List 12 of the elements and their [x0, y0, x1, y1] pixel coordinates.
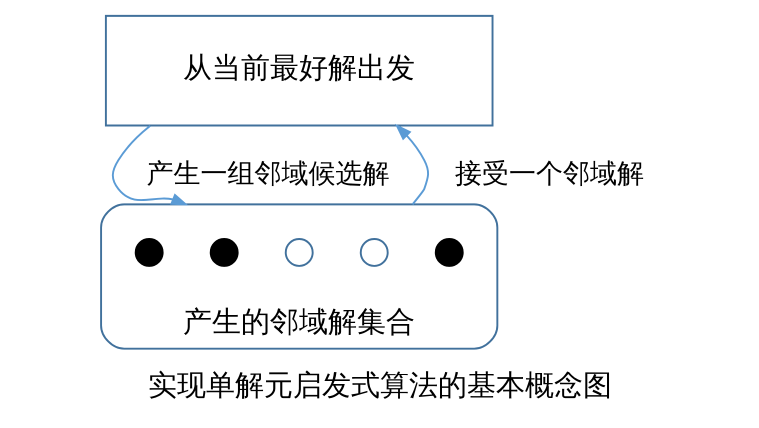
cluster: 产生的邻域解集合: [100, 203, 498, 350]
node-box: 从当前最好解出发: [104, 14, 493, 126]
arrow: [111, 125, 188, 206]
edge-label: 接受一个邻域解: [454, 158, 644, 190]
node-dot: [134, 238, 164, 267]
node-dot: [434, 238, 464, 267]
edge-label: 产生一组邻域候选解: [146, 158, 389, 190]
caption: 实现单解元启发式算法的基本概念图: [148, 368, 612, 402]
node-circle: [284, 238, 314, 267]
arrow: [394, 124, 429, 205]
node-circle: [359, 238, 388, 267]
node-dot: [209, 238, 238, 267]
